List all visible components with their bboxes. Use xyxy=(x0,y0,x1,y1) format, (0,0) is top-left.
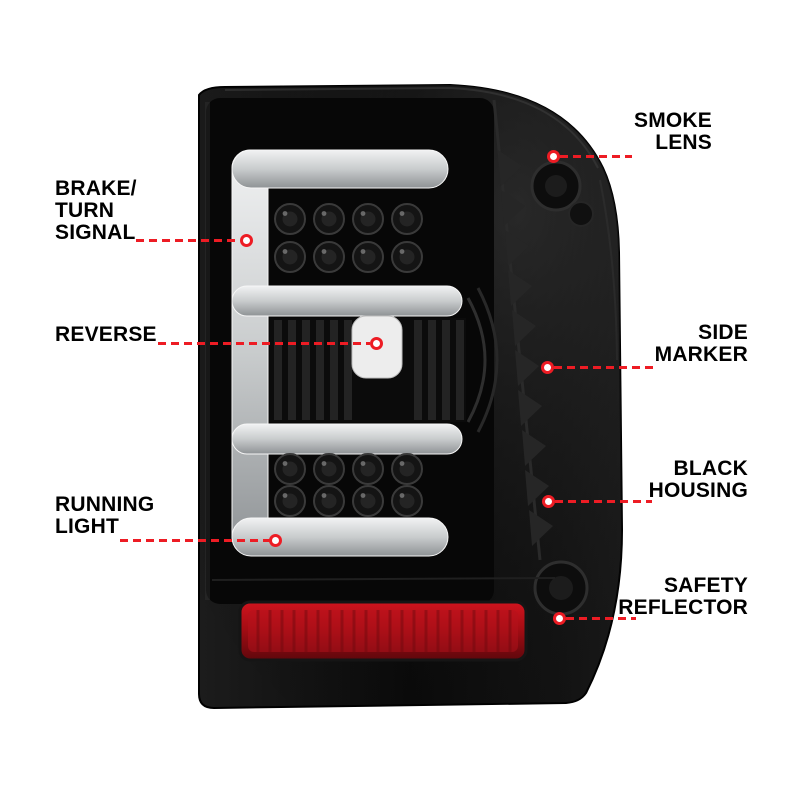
callout-label-side-marker: SIDE MARKER xyxy=(654,321,748,366)
serrated-edge xyxy=(498,150,553,546)
callout-label-running-light: RUNNING LIGHT xyxy=(55,493,155,538)
bulb-socket-top xyxy=(530,160,594,227)
callout-dot-brake-turn-signal xyxy=(240,234,253,247)
safety-reflector-strip xyxy=(238,600,528,662)
callout-dot-side-marker xyxy=(541,361,554,374)
callout-dot-reverse xyxy=(370,337,383,350)
callout-label-reverse: REVERSE xyxy=(55,323,157,346)
callout-line-safety-reflector xyxy=(566,617,636,620)
callout-label-black-housing: BLACK HOUSING xyxy=(648,457,748,502)
callout-line-black-housing xyxy=(555,500,652,503)
callout-dot-smoke-lens xyxy=(547,150,560,163)
callout-label-smoke-lens: SMOKE LENS xyxy=(633,109,712,154)
callout-dot-black-housing xyxy=(542,495,555,508)
callout-line-reverse xyxy=(158,342,370,345)
callout-dot-safety-reflector xyxy=(553,612,566,625)
reverse-light-section xyxy=(270,315,466,422)
callout-label-safety-reflector: SAFETY REFLECTOR xyxy=(618,574,748,619)
callout-line-side-marker xyxy=(554,366,658,369)
callout-line-smoke-lens xyxy=(560,155,632,158)
callout-line-brake-turn-signal xyxy=(136,239,240,242)
led-light-bar xyxy=(231,149,463,557)
callout-dot-running-light xyxy=(269,534,282,547)
bulb-socket-bottom xyxy=(533,560,589,616)
callout-label-brake-turn-signal: BRAKE/ TURN SIGNAL xyxy=(55,177,137,244)
callout-line-running-light xyxy=(120,539,270,542)
housing-seam xyxy=(211,577,556,581)
